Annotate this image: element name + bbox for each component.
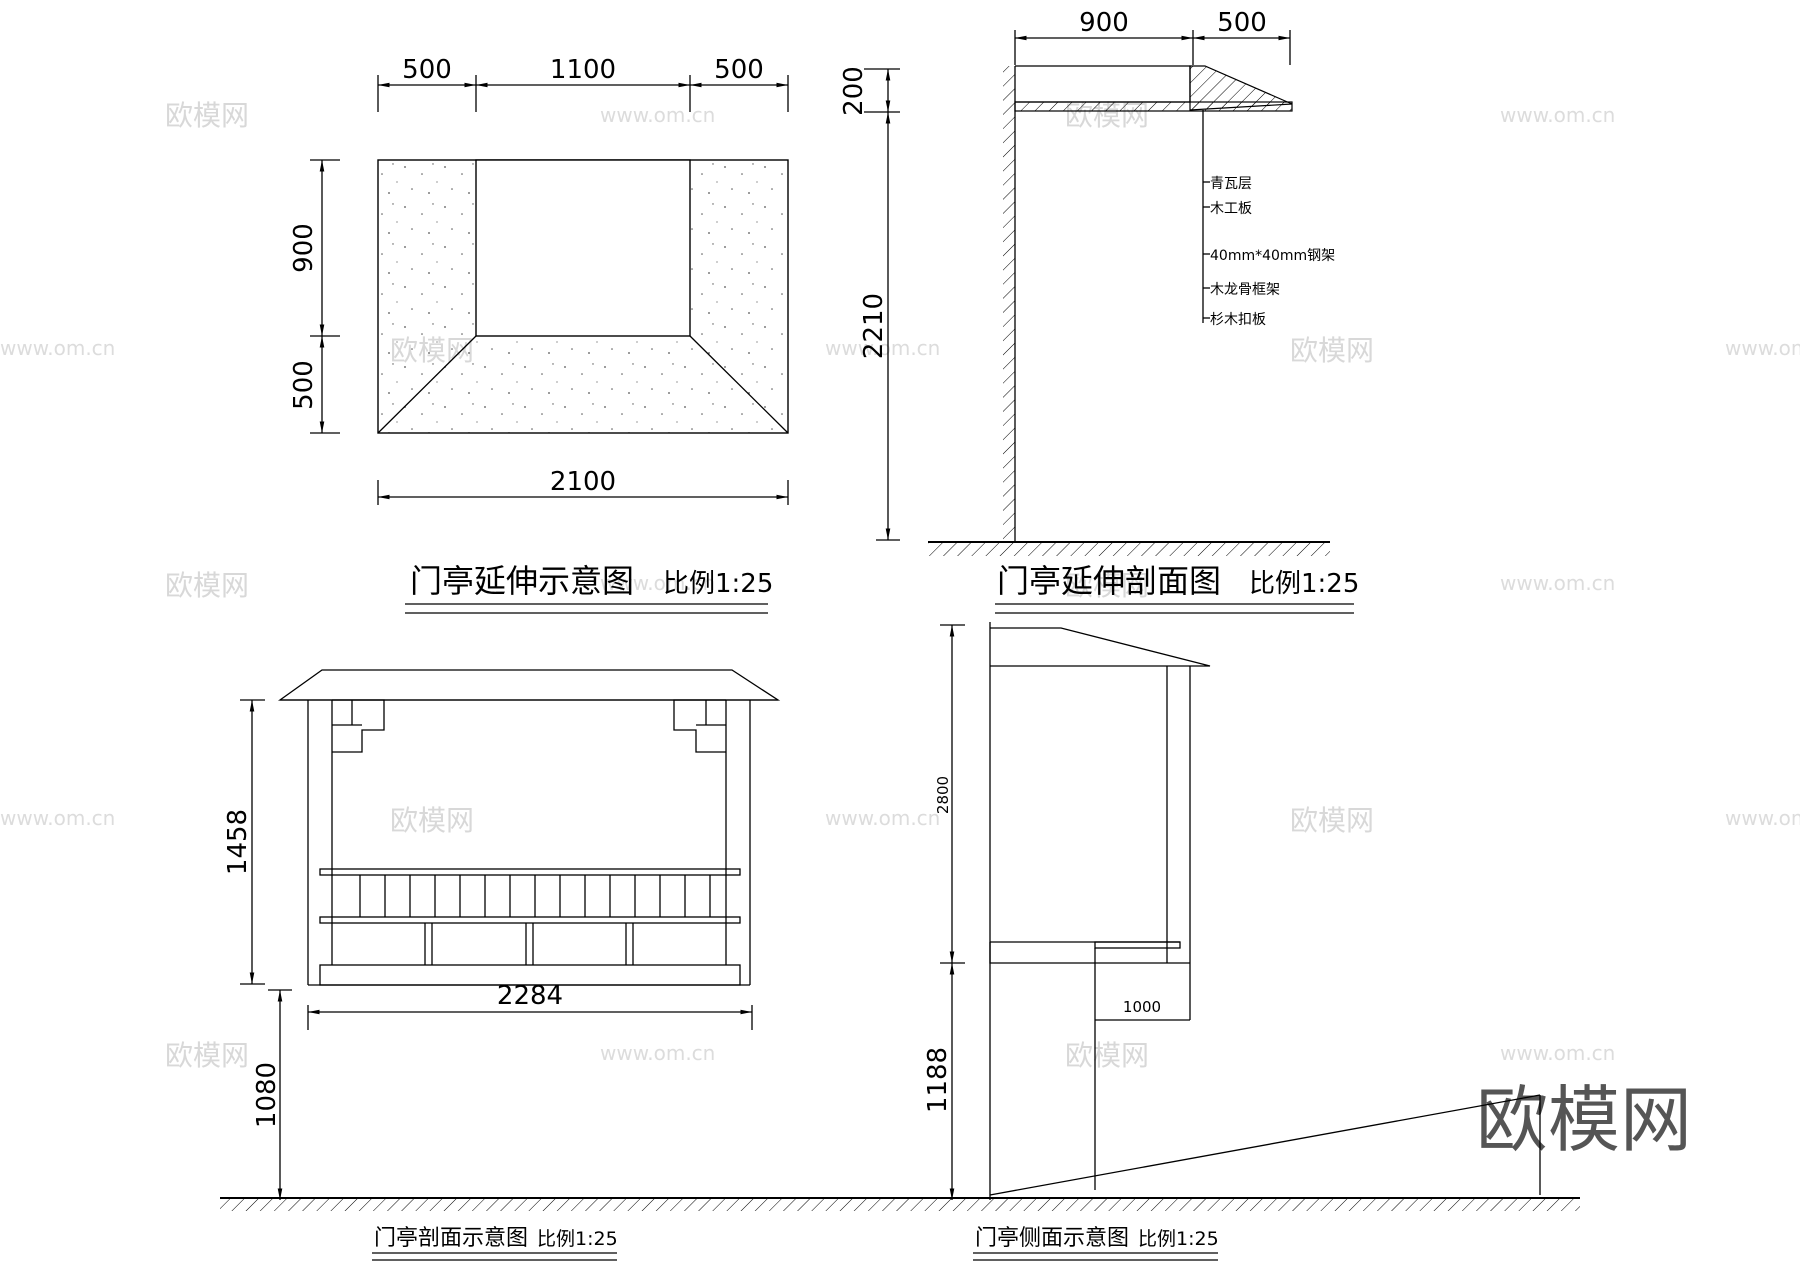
front-section: 1458 1080 [223, 669, 781, 1261]
svg-text:www.om.cn: www.om.cn [825, 806, 940, 830]
svg-text:欧模网: 欧模网 [1290, 804, 1374, 837]
side-title: 门亭侧面示意图 [975, 1226, 1129, 1251]
svg-text:www.om.cn: www.om.cn [1500, 103, 1615, 127]
svg-text:www.om.cn: www.om.cn [1500, 571, 1615, 595]
layer-label-2: 木工板 [1210, 201, 1252, 217]
section-dim-top-left: 900 [1079, 8, 1129, 38]
svg-text:www.om.cn: www.om.cn [0, 336, 115, 360]
svg-text:www.om.cn: www.om.cn [0, 806, 115, 830]
svg-text:欧模网: 欧模网 [1065, 569, 1149, 602]
section-title: 门亭延伸剖面图 [997, 562, 1221, 600]
svg-text:www.om.cn: www.om.cn [1725, 336, 1800, 360]
plan-title: 门亭延伸示意图 [410, 562, 634, 600]
svg-text:www.om.cn: www.om.cn [1725, 806, 1800, 830]
plan-dim-left-upper: 900 [289, 223, 319, 273]
svg-text:欧模网: 欧模网 [165, 99, 249, 132]
side-dim-depth: 1000 [1123, 998, 1161, 1016]
plan-dim-top-right: 500 [714, 55, 764, 85]
front-dim-base: 1080 [252, 1062, 282, 1128]
plan-view: 500 1100 500 900 500 2100 门亭延伸示意图 比例1:25 [289, 55, 789, 614]
layer-label-4: 木龙骨框架 [1210, 282, 1280, 298]
section-dim-left-top: 200 [839, 66, 869, 116]
front-dim-width: 2284 [497, 981, 563, 1011]
svg-text:欧模网: 欧模网 [1065, 1039, 1149, 1072]
svg-text:欧模网: 欧模网 [165, 1039, 249, 1072]
layer-label-5: 杉木扣板 [1210, 312, 1266, 328]
svg-text:www.om.cn: www.om.cn [1500, 1041, 1615, 1065]
front-dim-height: 1458 [223, 809, 253, 875]
watermark-logo: 欧模网 [1476, 1078, 1692, 1162]
side-view: 2800 1188 1000 门亭侧面示意图 比例1:25 [923, 622, 1541, 1261]
section-scale: 比例1:25 [1249, 569, 1359, 599]
svg-text:www.om.cn: www.om.cn [600, 571, 715, 595]
ground-line [220, 1197, 1580, 1211]
svg-text:www.om.cn: www.om.cn [825, 336, 940, 360]
layer-label-1: 青瓦层 [1210, 176, 1252, 192]
plan-dim-top-left: 500 [402, 55, 452, 85]
side-dim-upper: 2800 [934, 776, 952, 814]
svg-text:欧模网: 欧模网 [390, 804, 474, 837]
front-title: 门亭剖面示意图 [374, 1226, 528, 1251]
section-dim-top-right: 500 [1217, 8, 1267, 38]
watermark-layer: 欧模网 www.om.cn 欧模网 www.om.cn www.om.cn 欧模… [0, 99, 1800, 1162]
plan-scale: 比例1:25 [663, 569, 773, 599]
plan-dim-bottom: 2100 [550, 467, 616, 497]
side-scale: 比例1:25 [1138, 1228, 1219, 1250]
svg-text:欧模网: 欧模网 [165, 569, 249, 602]
front-scale: 比例1:25 [537, 1228, 618, 1250]
side-dim-lower: 1188 [923, 1047, 953, 1113]
layer-label-3: 40mm*40mm钢架 [1210, 248, 1335, 264]
svg-text:欧模网: 欧模网 [1290, 334, 1374, 367]
plan-dim-top-center: 1100 [550, 55, 616, 85]
section-dim-left-main: 2210 [859, 293, 889, 359]
railing-balusters [359, 875, 711, 917]
plan-dim-left-lower: 500 [289, 360, 319, 410]
svg-text:www.om.cn: www.om.cn [600, 103, 715, 127]
svg-text:www.om.cn: www.om.cn [600, 1041, 715, 1065]
section-view: 900 500 200 2210 青瓦层 木工板 40mm*40mm钢架 木龙骨… [839, 8, 1359, 614]
